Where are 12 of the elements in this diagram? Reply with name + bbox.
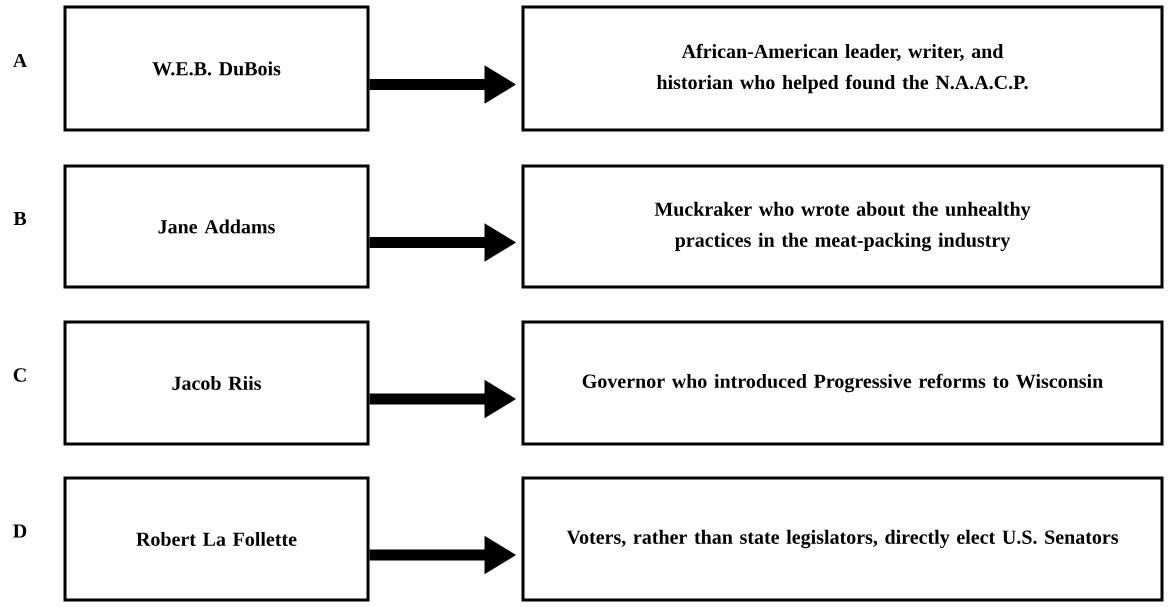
name-box: Jane Addams xyxy=(63,164,370,289)
description-box: Voters, rather than state legislators, directly elect U.S. Senators xyxy=(521,476,1164,602)
row-letter: A xyxy=(13,53,28,68)
name-box: Robert La Follette xyxy=(63,476,370,602)
row-letter: C xyxy=(13,368,26,382)
description-box: African-American leader, writer, and historian who helped found the N.A.A.C.P. xyxy=(521,5,1164,132)
row-letter: D xyxy=(13,524,27,538)
name-box: Jacob Riis xyxy=(63,320,370,446)
description-box: Governor who introduced Progressive reforms to Wisconsin xyxy=(521,320,1164,446)
name-box: W.E.B. DuBois xyxy=(63,5,370,132)
description-box: Muckraker who wrote about the unhealthy practices in the meat-packing industry xyxy=(521,164,1164,289)
row-letter: B xyxy=(13,211,27,226)
